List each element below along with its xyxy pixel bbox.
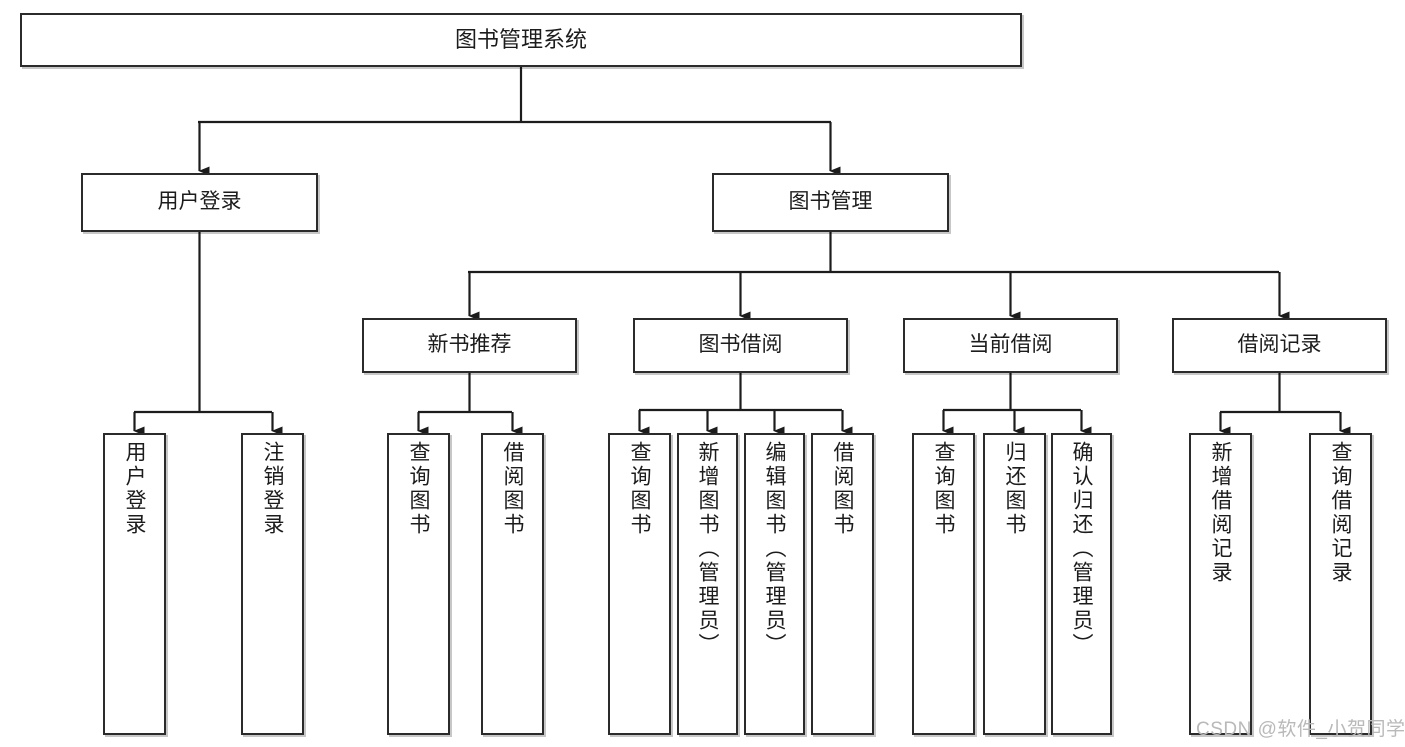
node-label: 新书推荐 bbox=[427, 333, 512, 357]
node-label: 新增借阅记录 bbox=[1209, 441, 1232, 585]
node-level3-book-borrow[interactable]: 图书借阅 bbox=[633, 318, 848, 373]
node-leaf-leaf-return-book[interactable]: 归还图书 bbox=[983, 433, 1046, 735]
node-leaf-leaf-query-record[interactable]: 查询借阅记录 bbox=[1309, 433, 1372, 735]
node-level3-current-borrow[interactable]: 当前借阅 bbox=[903, 318, 1118, 373]
node-label: 借阅记录 bbox=[1237, 333, 1322, 357]
node-label: 用户登录 bbox=[123, 441, 146, 537]
node-leaf-leaf-query-book-1[interactable]: 查询图书 bbox=[387, 433, 450, 735]
node-leaf-leaf-edit-book[interactable]: 编辑图书（管理员） bbox=[744, 433, 805, 735]
node-label: 查询借阅记录 bbox=[1329, 441, 1352, 585]
node-label: 确认归还（管理员） bbox=[1070, 441, 1093, 657]
node-leaf-leaf-add-record[interactable]: 新增借阅记录 bbox=[1189, 433, 1252, 735]
node-root-root[interactable]: 图书管理系统 bbox=[20, 13, 1022, 67]
node-label: 编辑图书（管理员） bbox=[763, 441, 786, 657]
node-label: 查询图书 bbox=[932, 441, 955, 537]
node-level3-new-book-recommend[interactable]: 新书推荐 bbox=[362, 318, 577, 373]
node-level2-user-login[interactable]: 用户登录 bbox=[81, 173, 318, 232]
node-label: 图书管理 bbox=[788, 190, 873, 214]
node-label: 当前借阅 bbox=[968, 333, 1053, 357]
node-label: 用户登录 bbox=[157, 190, 242, 214]
node-label: 新增图书（管理员） bbox=[696, 441, 719, 657]
node-label: 查询图书 bbox=[628, 441, 651, 537]
node-leaf-leaf-query-book-3[interactable]: 查询图书 bbox=[912, 433, 975, 735]
node-leaf-leaf-user-login[interactable]: 用户登录 bbox=[103, 433, 166, 735]
node-leaf-leaf-add-book[interactable]: 新增图书（管理员） bbox=[677, 433, 738, 735]
node-leaf-leaf-borrow-book-1[interactable]: 借阅图书 bbox=[481, 433, 544, 735]
node-label: 查询图书 bbox=[407, 441, 430, 537]
node-leaf-leaf-confirm-return[interactable]: 确认归还（管理员） bbox=[1051, 433, 1112, 735]
node-level3-borrow-record[interactable]: 借阅记录 bbox=[1172, 318, 1387, 373]
node-leaf-leaf-query-book-2[interactable]: 查询图书 bbox=[608, 433, 671, 735]
node-leaf-leaf-borrow-book-2[interactable]: 借阅图书 bbox=[811, 433, 874, 735]
node-label: 注销登录 bbox=[261, 441, 284, 537]
node-label: 归还图书 bbox=[1003, 441, 1026, 537]
node-level2-book-manage[interactable]: 图书管理 bbox=[712, 173, 949, 232]
node-label: 图书管理系统 bbox=[454, 27, 587, 53]
node-label: 图书借阅 bbox=[698, 333, 783, 357]
node-label: 借阅图书 bbox=[501, 441, 524, 537]
node-label: 借阅图书 bbox=[831, 441, 854, 537]
watermark-label: CSDN @软件_小贺同学 bbox=[1196, 719, 1405, 740]
node-leaf-leaf-user-logout[interactable]: 注销登录 bbox=[241, 433, 304, 735]
